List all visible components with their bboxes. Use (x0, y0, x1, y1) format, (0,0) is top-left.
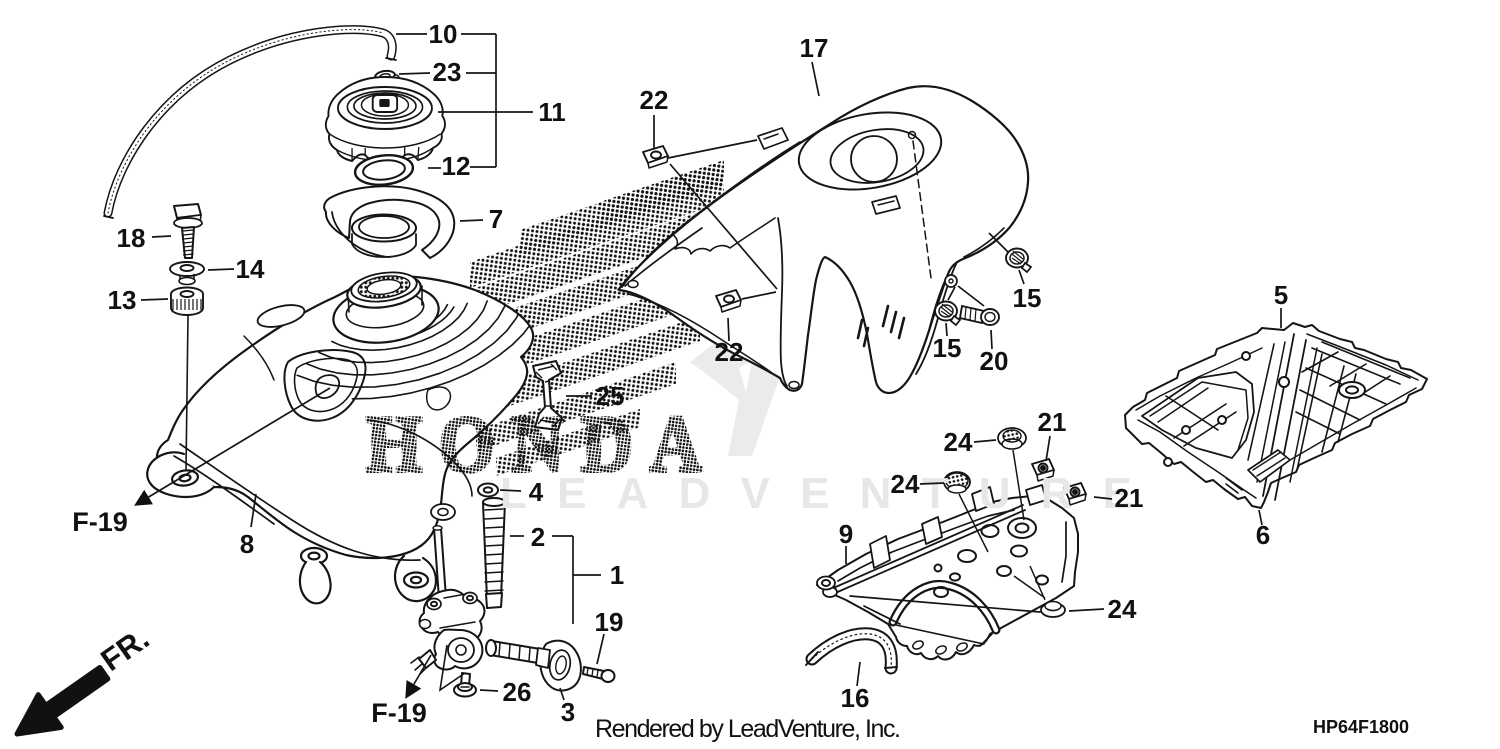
svg-text:5: 5 (1274, 280, 1288, 310)
svg-text:10: 10 (429, 19, 458, 49)
svg-text:7: 7 (489, 204, 503, 234)
svg-text:11: 11 (538, 97, 566, 127)
svg-text:9: 9 (839, 519, 853, 549)
svg-text:2: 2 (531, 522, 545, 552)
svg-text:16: 16 (841, 683, 870, 713)
svg-text:24: 24 (1108, 594, 1137, 624)
svg-text:6: 6 (1256, 520, 1270, 550)
svg-text:LEADVENTURE: LEADVENTURE (500, 469, 1168, 518)
svg-text:22: 22 (715, 337, 744, 367)
svg-text:13: 13 (108, 285, 137, 315)
svg-text:18: 18 (117, 223, 146, 253)
svg-text:24: 24 (944, 427, 973, 457)
svg-text:25: 25 (596, 381, 625, 411)
svg-text:21: 21 (1115, 483, 1144, 513)
svg-text:23: 23 (433, 57, 462, 87)
svg-text:3: 3 (561, 697, 575, 727)
svg-text:19: 19 (595, 607, 624, 637)
svg-text:F-19: F-19 (72, 507, 128, 537)
svg-text:15: 15 (933, 333, 962, 363)
svg-text:F-19: F-19 (371, 698, 427, 728)
svg-text:HP64F1800: HP64F1800 (1313, 717, 1409, 737)
svg-text:20: 20 (980, 346, 1009, 376)
svg-text:Rendered by LeadVenture, Inc.: Rendered by LeadVenture, Inc. (595, 715, 901, 743)
svg-text:4: 4 (529, 477, 544, 507)
svg-text:17: 17 (800, 33, 829, 63)
svg-text:12: 12 (442, 151, 471, 181)
svg-text:14: 14 (236, 254, 265, 284)
svg-text:15: 15 (1013, 283, 1042, 313)
svg-text:21: 21 (1038, 407, 1067, 437)
svg-text:26: 26 (503, 677, 532, 707)
svg-text:HONDA: HONDA (366, 401, 719, 489)
svg-text:8: 8 (240, 529, 254, 559)
svg-text:22: 22 (640, 85, 669, 115)
svg-text:24: 24 (891, 469, 920, 499)
svg-text:1: 1 (610, 560, 624, 590)
